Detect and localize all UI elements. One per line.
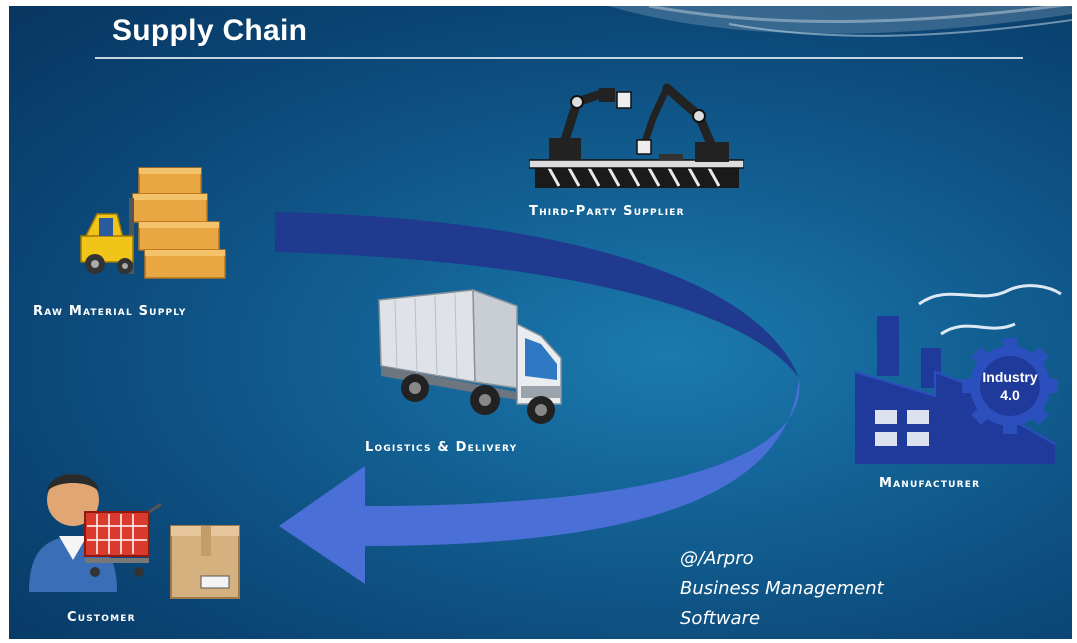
flow-arrow-lower-band [279, 378, 800, 584]
slide-canvas: Supply Chain [9, 6, 1072, 639]
factory-badge-line2: 4.0 [1000, 387, 1020, 403]
factory-badge-line1: Industry [982, 369, 1037, 385]
manufacturer-label: Manufacturer [879, 476, 981, 491]
background-swoosh [609, 6, 1072, 37]
credit-line-1: @/Arpro [680, 548, 754, 569]
page-title: Supply Chain [112, 14, 308, 47]
delivery-truck-icon [378, 288, 562, 424]
factory-icon: Industry 4.0 [854, 284, 1062, 464]
gear-icon [962, 338, 1058, 434]
credit-line-3: Software [680, 608, 761, 629]
customer-label: Customer [67, 610, 136, 625]
flow-arrow-upper-band [275, 212, 799, 378]
robot-arms-icon [529, 83, 744, 188]
credit-line-2: Business Management [680, 578, 884, 599]
third-party-supplier-label: Third-Party Supplier [529, 204, 685, 219]
logistics-delivery-label: Logistics & Delivery [365, 440, 518, 455]
parcel-box-icon [170, 525, 240, 599]
customer-shopping-icon [29, 474, 240, 599]
title-divider [95, 57, 1023, 59]
shopping-cart-icon [84, 502, 162, 577]
forklift-boxes-icon [80, 167, 226, 279]
raw-material-supply-label: Raw Material Supply [33, 304, 187, 319]
flow-arrow [275, 212, 800, 584]
